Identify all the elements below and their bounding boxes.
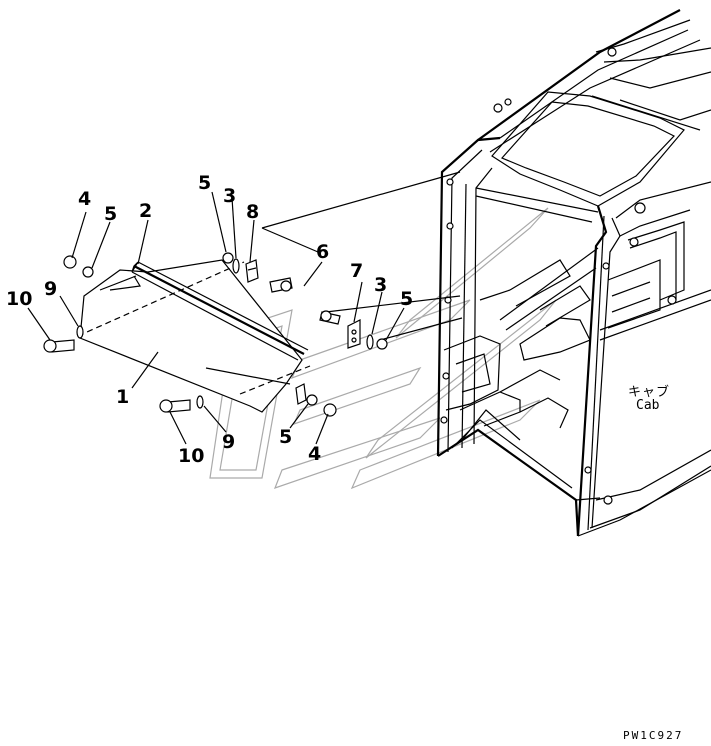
seal-strip [131,261,309,361]
callout-8-bracket: 8 [246,201,260,223]
callout-2-seal: 2 [139,200,153,222]
assembly-reference-lines [261,171,463,341]
callout-5-nut: 5 [279,426,293,448]
callout-4-cap: 4 [78,188,92,210]
callout-5-nut: 5 [104,203,118,225]
callout-7-bracket: 7 [350,260,364,282]
leader-lines [27,191,405,445]
washers [76,258,374,409]
nuts-caps [63,252,388,417]
callout-1-visor: 1 [116,386,130,408]
callout-10-bolt: 10 [6,288,33,310]
callout-9-spacer: 9 [44,278,58,300]
visor-plate [77,259,311,413]
cab-label-japanese: キャブ [628,385,671,400]
cab-frame [436,9,711,537]
callout-10-bolt: 10 [178,445,205,467]
callout-5-nut: 5 [198,172,212,194]
callout-5-nut: 5 [400,288,414,310]
callout-3-washer: 3 [223,185,237,207]
callout-4-cap: 4 [308,443,322,465]
drawing-code: PW1C927 [623,729,684,742]
callout-6-bolt: 6 [316,241,330,263]
cab-label-english: Cab [636,398,660,413]
callout-3-washer: 3 [374,274,388,296]
callout-9-spacer: 9 [222,431,236,453]
bracket-parts [245,259,361,405]
